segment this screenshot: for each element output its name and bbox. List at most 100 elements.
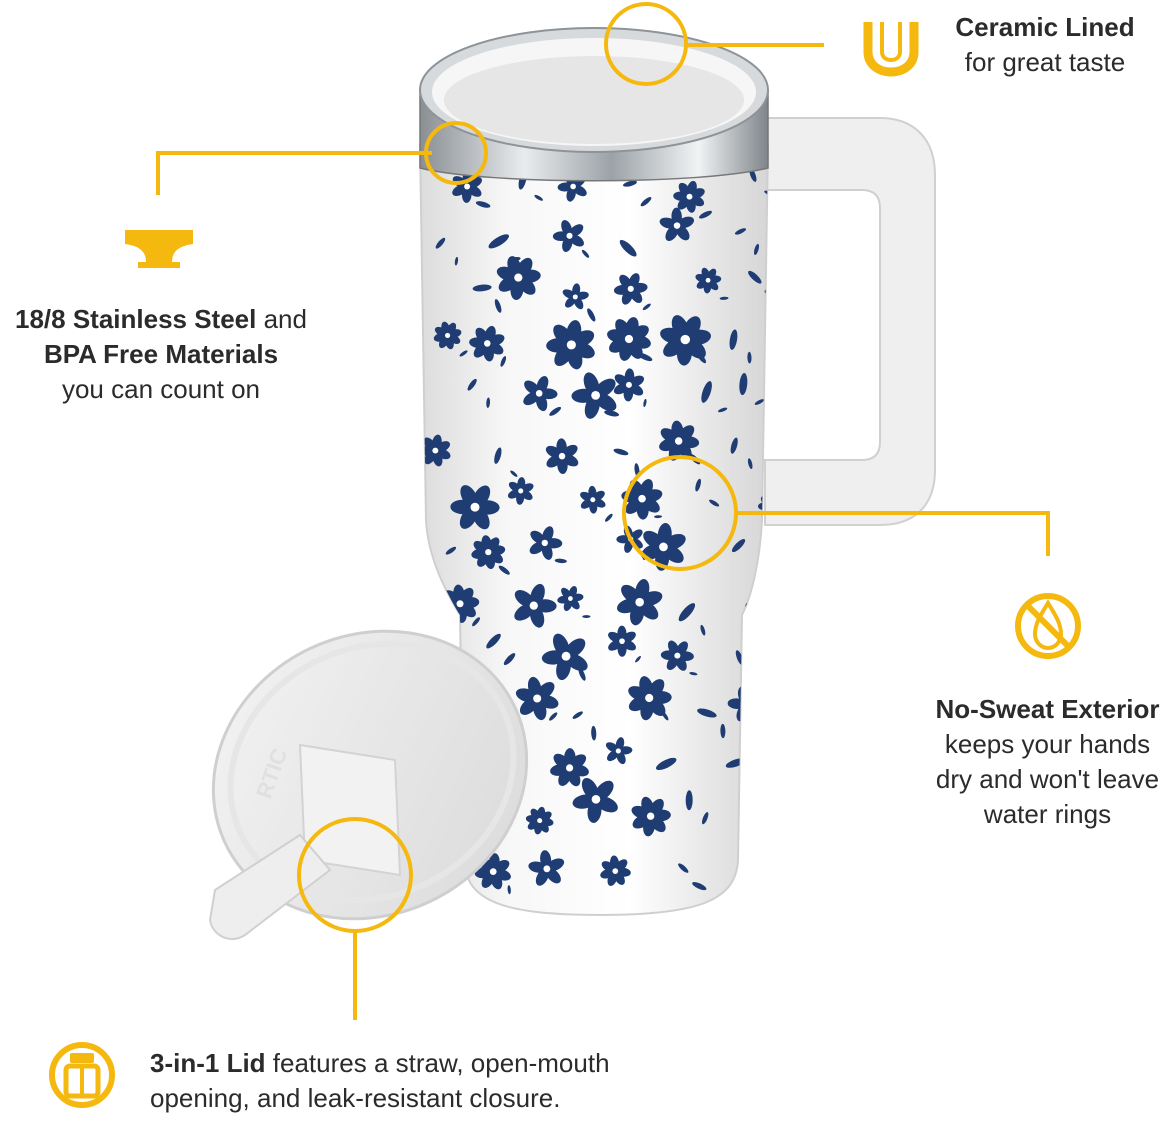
flower-motif xyxy=(600,855,631,886)
flower-motif xyxy=(433,321,462,350)
lid: RTIC xyxy=(208,629,529,940)
leaf-motif xyxy=(459,350,468,357)
flower-motif xyxy=(673,180,705,213)
flower-motif xyxy=(695,267,722,294)
leaf-motif xyxy=(642,303,651,311)
flower-motif xyxy=(580,485,606,514)
leaf-motif xyxy=(699,210,712,219)
handle xyxy=(764,117,936,526)
leaf-motif xyxy=(719,296,729,300)
ring-ceramic xyxy=(604,2,688,86)
leaf-motif xyxy=(549,406,562,416)
steel-rim xyxy=(419,27,769,182)
flower-motif xyxy=(660,640,694,671)
leaf-motif xyxy=(494,447,502,464)
flower-motif xyxy=(546,320,595,370)
leaf-motif xyxy=(678,603,696,622)
steel-body: you can count on xyxy=(61,374,261,404)
leaf-motif xyxy=(655,757,677,771)
flower-motif xyxy=(557,586,584,612)
leaf-motif xyxy=(654,515,663,519)
flower-motif xyxy=(507,477,534,505)
leaf-motif xyxy=(709,499,720,507)
leaf-motif xyxy=(661,711,669,721)
leaf-motif xyxy=(742,859,753,871)
flower-motif xyxy=(474,853,511,890)
leaf-motif xyxy=(695,478,702,492)
callout-lines xyxy=(156,43,1050,1020)
flower-motif xyxy=(613,273,648,305)
sweat-line-1: keeps your hands xyxy=(944,729,1151,759)
flower-motif xyxy=(605,737,633,765)
leaf-motif xyxy=(742,804,762,811)
leaf-motif xyxy=(764,190,768,196)
leaf-motif xyxy=(701,381,712,403)
leaf-motif xyxy=(486,633,501,649)
leaf-motif xyxy=(582,615,591,618)
leaf-motif xyxy=(637,352,653,362)
leaf-motif xyxy=(498,565,510,575)
callout-steel: 18/8 Stainless Steel and BPA Free Materi… xyxy=(0,302,322,407)
flower-motif xyxy=(659,207,695,242)
leaf-motif xyxy=(619,239,637,257)
leaf-motif xyxy=(748,270,762,284)
leaf-motif xyxy=(507,885,511,895)
leaf-motif xyxy=(435,237,446,249)
sweat-title: No-Sweat Exterior xyxy=(935,694,1160,724)
flower-motif xyxy=(550,748,589,787)
leaf-motif xyxy=(503,653,516,666)
leaf-motif xyxy=(494,299,502,313)
flower-motif xyxy=(617,579,663,626)
leaf-motif xyxy=(454,256,459,266)
flower-motif xyxy=(631,796,671,837)
leaf-motif xyxy=(591,725,597,741)
leaf-motif xyxy=(730,437,738,454)
callout-sweat: No-Sweat Exterior keeps your hands dry a… xyxy=(920,692,1175,832)
u-icon xyxy=(863,22,919,77)
leaf-motif xyxy=(472,284,492,292)
leaf-motif xyxy=(486,397,491,408)
leaf-motif xyxy=(472,617,481,627)
leaf-motif xyxy=(720,723,726,739)
callout-rings xyxy=(297,2,738,933)
flower-motif xyxy=(469,325,505,362)
leaf-motif xyxy=(702,812,709,825)
steel-title-2: BPA Free Materials xyxy=(43,339,279,369)
flower-motif xyxy=(562,283,589,310)
lid-title: 3-in-1 Lid xyxy=(150,1048,266,1078)
leaf-motif xyxy=(640,197,652,207)
flower-motif xyxy=(608,625,636,657)
flower-motif xyxy=(628,676,672,721)
flower-motif xyxy=(541,633,588,681)
callout-ceramic: Ceramic Lined for great taste xyxy=(930,10,1160,80)
flower-motif xyxy=(528,850,565,886)
steel-connector: and xyxy=(256,304,307,334)
callout-lid: 3-in-1 Lid features a straw, open-mouth … xyxy=(150,1046,710,1116)
ring-steel xyxy=(424,121,488,185)
lid-body-1: features a straw, open-mouth xyxy=(265,1048,610,1078)
ring-sweat xyxy=(622,455,738,571)
leaf-motif xyxy=(739,372,748,396)
leaf-motif xyxy=(613,448,629,456)
flower-motif xyxy=(523,375,558,412)
leaf-motif xyxy=(488,234,509,249)
steel-title-1: 18/8 Stainless Steel xyxy=(15,304,257,334)
leaf-motif xyxy=(753,243,760,255)
leaf-motif xyxy=(700,624,706,636)
lid-icon xyxy=(49,1042,115,1108)
flower-motif xyxy=(496,256,541,301)
leaf-motif xyxy=(578,667,586,681)
flower-motif xyxy=(515,676,559,721)
leaf-motif xyxy=(689,672,698,676)
leaf-motif xyxy=(554,558,567,564)
anvil-icon xyxy=(125,230,193,268)
flower-motif xyxy=(660,315,712,366)
flower-motif xyxy=(525,806,554,835)
leaf-motif xyxy=(549,712,558,721)
leaf-motif xyxy=(747,458,753,470)
leaf-motif xyxy=(758,880,768,886)
leaf-motif xyxy=(445,546,457,555)
ring-lid xyxy=(297,817,413,933)
leaf-motif xyxy=(697,708,717,718)
